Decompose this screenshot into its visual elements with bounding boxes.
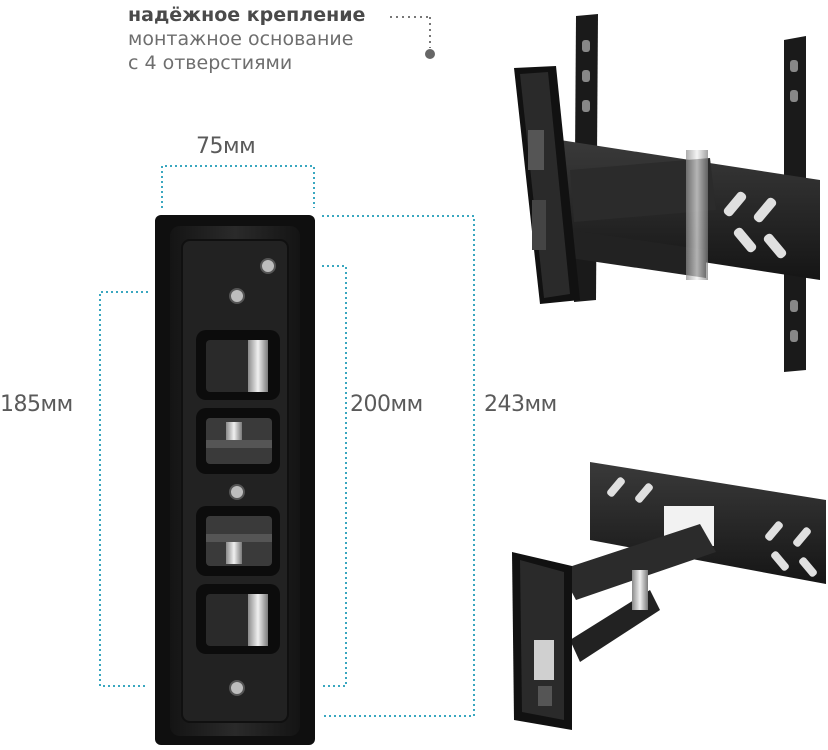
callout-title: надёжное крепление xyxy=(128,4,366,26)
dimension-lines xyxy=(99,165,475,717)
dim-line-width xyxy=(161,165,315,208)
hinge-slot xyxy=(196,408,280,474)
hinge-slot xyxy=(196,506,280,576)
callout-dot-icon xyxy=(425,49,435,59)
mounting-hole-icon xyxy=(260,258,276,274)
dim-label-width: 75мм xyxy=(196,134,256,159)
dim-label-185: 185мм xyxy=(0,392,73,417)
mounting-hole-icon xyxy=(229,288,245,304)
wall-plate xyxy=(155,215,315,745)
hinge-slot xyxy=(196,330,280,400)
mounting-hole-icon xyxy=(229,680,245,696)
bracket-extended xyxy=(514,14,820,372)
hinge-slot xyxy=(196,584,280,654)
dim-line-243 xyxy=(322,215,475,717)
dim-line-200 xyxy=(322,265,347,687)
dim-label-200: 200мм xyxy=(350,392,423,417)
bracket-folded xyxy=(512,462,826,730)
callout-line-2: с 4 отверстиями xyxy=(128,52,293,74)
dim-line-185 xyxy=(99,291,148,687)
dim-label-243: 243мм xyxy=(484,392,557,417)
mounting-hole-icon xyxy=(229,484,245,500)
callout-leader xyxy=(390,16,435,59)
callout-line-1: монтажное основание xyxy=(128,28,354,50)
